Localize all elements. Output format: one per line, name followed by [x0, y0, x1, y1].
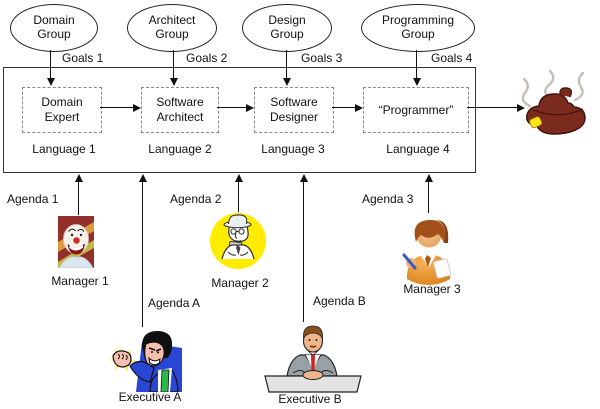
- goal-label-1: Goals 1: [62, 51, 104, 65]
- group-label: Design Group: [268, 13, 306, 41]
- role-label: Software Architect: [156, 95, 204, 124]
- agenda-label-1: Agenda 1: [7, 192, 59, 206]
- group-ellipse-design: Design Group: [242, 4, 332, 52]
- role-label: Domain Expert: [41, 95, 83, 124]
- flow-arrowhead-2: [246, 104, 254, 112]
- goal-arrow-4: [416, 50, 418, 79]
- goal-arrow-3: [286, 50, 288, 79]
- role-box-software-designer: Software Designer: [254, 87, 334, 133]
- output-arrowhead: [517, 104, 525, 112]
- cow-pie-image: [521, 69, 586, 135]
- manager1-label: Manager 1: [51, 274, 109, 288]
- language-boundary-box: [3, 67, 476, 173]
- group-ellipse-architect: Architect Group: [127, 4, 217, 52]
- agenda-arrowhead-manager3: [425, 174, 433, 182]
- agenda-arrow-manager2: [238, 181, 240, 212]
- manager2-label: Manager 2: [211, 276, 269, 290]
- language-label-3: Language 3: [261, 142, 325, 156]
- agenda-arrow-execB: [303, 181, 305, 322]
- agenda-arrowhead-execA: [139, 174, 147, 182]
- manager3-label: Manager 3: [403, 282, 461, 296]
- role-box-programmer: “Programmer”: [363, 87, 469, 133]
- output-arrow: [467, 107, 518, 109]
- goal-label-3: Goals 3: [301, 51, 343, 65]
- agenda-arrow-execA: [142, 181, 144, 327]
- goal-arrowhead-2: [170, 78, 178, 86]
- agenda-label-2: Agenda 2: [170, 192, 222, 206]
- agenda-arrowhead-manager1: [75, 174, 83, 182]
- agenda-arrow-manager1: [78, 181, 80, 215]
- agenda-arrow-manager3: [428, 181, 430, 213]
- goal-arrowhead-1: [47, 78, 55, 86]
- group-ellipse-programming: Programming Group: [361, 4, 475, 52]
- manager3-writer-image: [402, 219, 452, 285]
- role-box-domain-expert: Domain Expert: [22, 87, 102, 133]
- agenda-arrowhead-manager2: [235, 174, 243, 182]
- goal-label-2: Goals 2: [186, 51, 228, 65]
- role-box-software-architect: Software Architect: [141, 87, 219, 133]
- agenda-label-B: Agenda B: [313, 294, 366, 308]
- flow-arrow-3: [332, 107, 356, 109]
- language-label-1: Language 1: [32, 142, 96, 156]
- group-label: Domain Group: [33, 13, 75, 41]
- flow-arrow-2: [217, 107, 247, 109]
- goal-arrowhead-3: [283, 78, 291, 86]
- language-label-4: Language 4: [386, 142, 450, 156]
- flow-arrowhead-3: [355, 104, 363, 112]
- role-label: “Programmer”: [378, 102, 454, 117]
- goal-arrow-2: [173, 50, 175, 79]
- role-label: Software Designer: [269, 95, 319, 124]
- language-label-2: Language 2: [148, 142, 212, 156]
- manager2-inspector-image: [210, 213, 266, 269]
- group-ellipse-domain: Domain Group: [10, 4, 98, 52]
- agenda-arrowhead-execB: [300, 174, 308, 182]
- flow-arrow-1: [100, 107, 134, 109]
- group-label: Architect Group: [148, 13, 196, 41]
- agenda-label-A: Agenda A: [148, 296, 201, 310]
- executive-a-label: Executive A: [118, 390, 182, 404]
- manager1-clown-image: [58, 216, 94, 268]
- executive-b-image: [264, 325, 362, 393]
- agenda-label-3: Agenda 3: [362, 192, 414, 206]
- goal-arrow-1: [50, 50, 52, 79]
- flow-arrowhead-1: [133, 104, 141, 112]
- goal-arrowhead-4: [413, 78, 421, 86]
- group-label: Programming Group: [381, 13, 455, 41]
- executive-a-image: [109, 330, 182, 392]
- executive-b-label: Executive B: [278, 392, 342, 406]
- goal-label-4: Goals 4: [431, 51, 473, 65]
